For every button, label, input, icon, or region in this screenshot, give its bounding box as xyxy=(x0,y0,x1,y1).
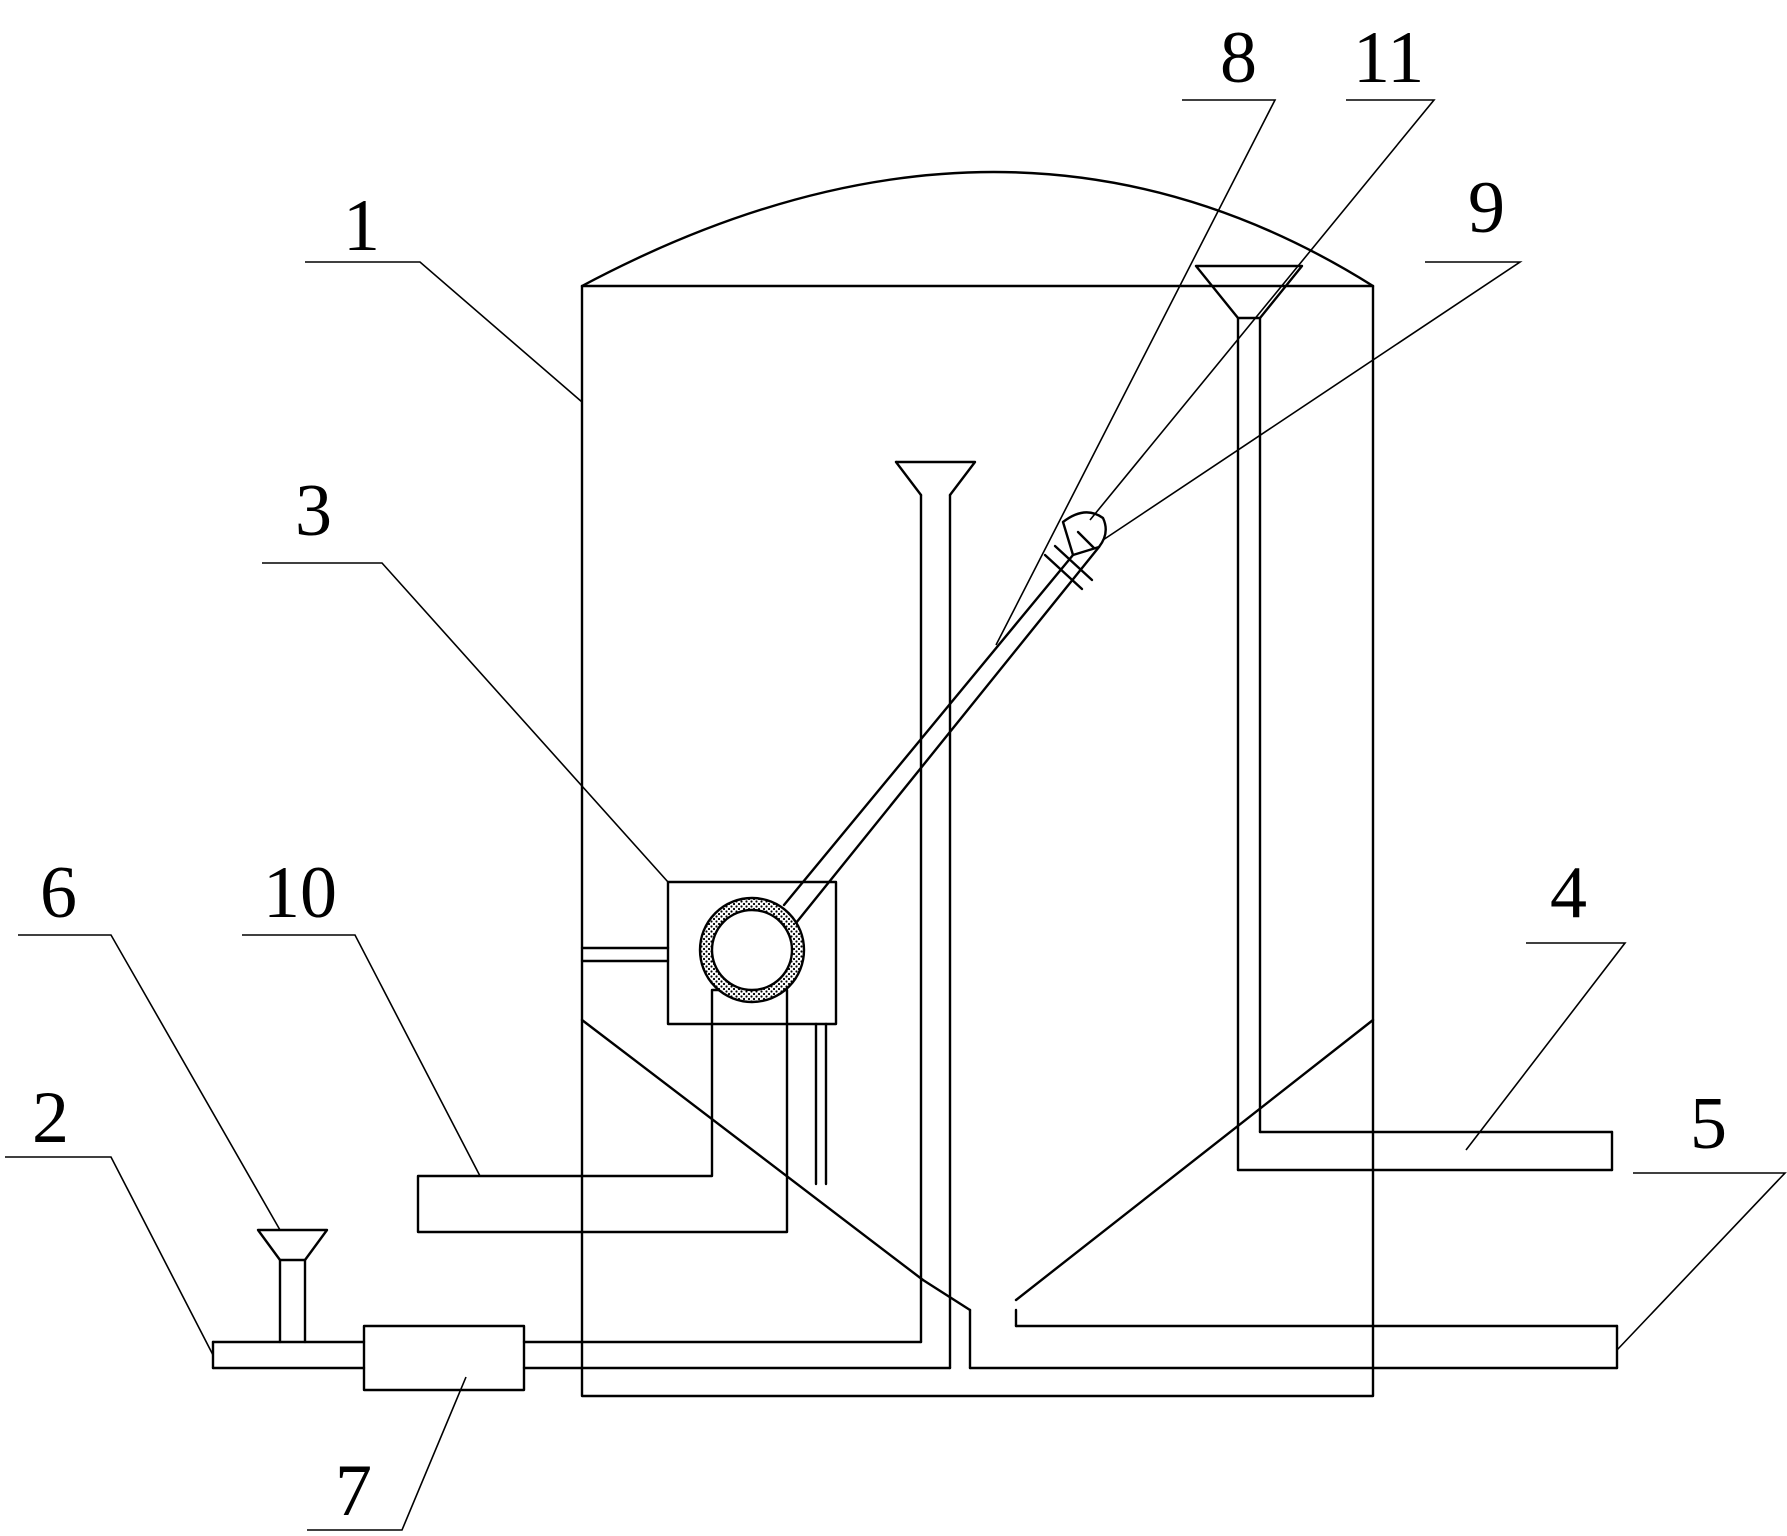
label-3: 3 xyxy=(295,470,332,552)
label-7: 7 xyxy=(335,1450,372,1532)
label-2: 2 xyxy=(32,1077,69,1159)
nozzle xyxy=(1061,511,1107,557)
overflow-pipe xyxy=(1194,264,1614,1172)
part-labels: 1 2 3 4 5 6 7 8 9 10 11 xyxy=(32,17,1727,1532)
diagonal-pipe xyxy=(782,545,1101,925)
label-9: 9 xyxy=(1468,167,1505,249)
label-10: 10 xyxy=(263,852,337,934)
rotating-ring xyxy=(698,896,806,1004)
pump-box xyxy=(362,1324,526,1392)
elbow-pipe xyxy=(416,988,789,1234)
drive-housing xyxy=(580,880,838,1186)
valve xyxy=(1043,544,1094,591)
label-8: 8 xyxy=(1220,17,1257,99)
label-11: 11 xyxy=(1353,17,1424,99)
label-6: 6 xyxy=(40,852,77,934)
label-1: 1 xyxy=(343,185,380,267)
inlet-pipe xyxy=(211,1340,952,1370)
bottom-outlet-pipe xyxy=(968,1308,1619,1370)
label-5: 5 xyxy=(1690,1083,1727,1165)
conical-hopper xyxy=(580,1018,1375,1312)
central-feed-pipe xyxy=(894,460,977,1370)
leader-lines xyxy=(5,99,1787,1531)
label-4: 4 xyxy=(1550,852,1587,934)
inlet-funnel xyxy=(256,1228,329,1344)
tank-body xyxy=(580,170,1375,1398)
